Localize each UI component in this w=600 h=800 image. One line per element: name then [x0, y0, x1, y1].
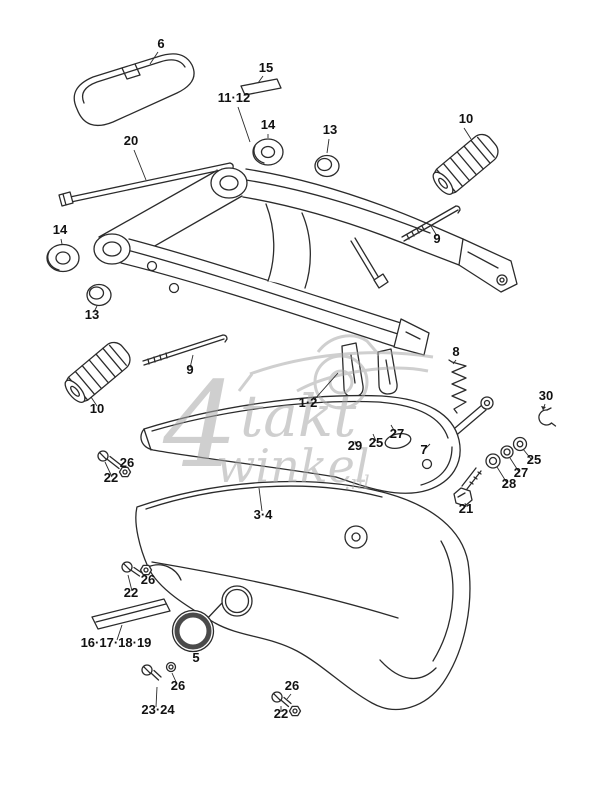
leader-lines	[60, 51, 546, 712]
part-label-29: 29	[348, 438, 362, 453]
part-upper-chain-guard	[140, 394, 461, 494]
part-label-26-c: 26	[171, 678, 185, 693]
part-label-22-d: 22	[274, 706, 288, 721]
part-label-10-left: 10	[90, 401, 104, 416]
part-label-16-17-18-19: 16·17·18·19	[81, 635, 152, 650]
part-28-washer	[485, 453, 501, 469]
part-label-3-4: 3·4	[254, 507, 274, 522]
part-label-27-b: 27	[514, 465, 528, 480]
watermark-big-char: 4	[162, 356, 238, 494]
part-22-screw-d	[271, 691, 292, 708]
part-23-24-screw	[141, 664, 162, 681]
part-swingarm	[93, 167, 518, 398]
part-label-1-2: 1·2	[299, 395, 318, 410]
part-label-20: 20	[124, 133, 138, 148]
part-14-bushing-top	[252, 138, 284, 166]
part-21-bolt	[453, 467, 482, 507]
part-label-25-b: 25	[527, 452, 541, 467]
part-27-washer-b	[500, 445, 514, 459]
part-label-25-a: 25	[369, 435, 383, 450]
part-label-7: 7	[420, 442, 427, 457]
part-13-cap-top	[314, 154, 340, 178]
part-10-footpeg-rubber-right	[432, 133, 499, 195]
part-30-clip	[538, 407, 557, 427]
watermark: 4 takt winkel .nl	[162, 334, 434, 494]
part-10-footpeg-rubber-left	[64, 341, 131, 403]
parts-layer	[46, 53, 557, 717]
part-label-11-12: 11·12	[218, 90, 251, 105]
part-22-screw-b	[121, 561, 143, 577]
part-8-spring	[448, 359, 467, 414]
part-15-strip	[240, 78, 282, 96]
part-14-bushing-left	[46, 243, 80, 273]
part-16-19-strip	[91, 598, 171, 630]
part-label-13-top: 13	[323, 122, 337, 137]
part-label-23-24: 23·24	[141, 702, 175, 717]
part-label-14-top: 14	[261, 117, 276, 132]
part-26-nut-d	[288, 705, 302, 717]
part-13-cap-left	[86, 283, 112, 307]
watermark-suffix: .nl	[344, 470, 370, 494]
part-label-30: 30	[539, 388, 553, 403]
part-label-13-left: 13	[85, 307, 99, 322]
part-26-nut-b	[139, 564, 153, 576]
part-label-14-left: 14	[53, 222, 68, 237]
part-label-22-a: 22	[104, 470, 118, 485]
part-26-nut-a	[118, 466, 132, 478]
part-5-cap	[171, 609, 215, 653]
part-22-screw-a	[97, 450, 123, 470]
part-label-9-left: 9	[186, 362, 193, 377]
watermark-word-top: takt	[240, 382, 357, 450]
part-label-28: 28	[502, 476, 516, 491]
watermark-word-bottom: winkel	[216, 439, 370, 493]
watermark-text-group: 4 takt winkel .nl	[162, 356, 370, 494]
part-label-22-b: 22	[124, 585, 138, 600]
part-label-27-a: 27	[390, 426, 404, 441]
part-label-15: 15	[259, 60, 273, 75]
part-label-26-d: 26	[285, 678, 299, 693]
part-9-stud-right	[401, 205, 461, 242]
part-label-26-b: 26	[141, 572, 155, 587]
part-lower-chain-guard	[135, 480, 471, 711]
part-label-8: 8	[452, 344, 459, 359]
part-26-washer-c	[165, 661, 177, 673]
part-6-buffer-pad	[73, 53, 195, 126]
part-label-21: 21	[459, 501, 473, 516]
part-label-9-right: 9	[433, 231, 440, 246]
part-label-26-a: 26	[120, 455, 134, 470]
part-label-10-right: 10	[459, 111, 473, 126]
part-label-5: 5	[192, 650, 199, 665]
part-label-6: 6	[157, 36, 164, 51]
part-9-stud-left	[142, 334, 228, 366]
part-25-washer-b	[512, 436, 528, 452]
